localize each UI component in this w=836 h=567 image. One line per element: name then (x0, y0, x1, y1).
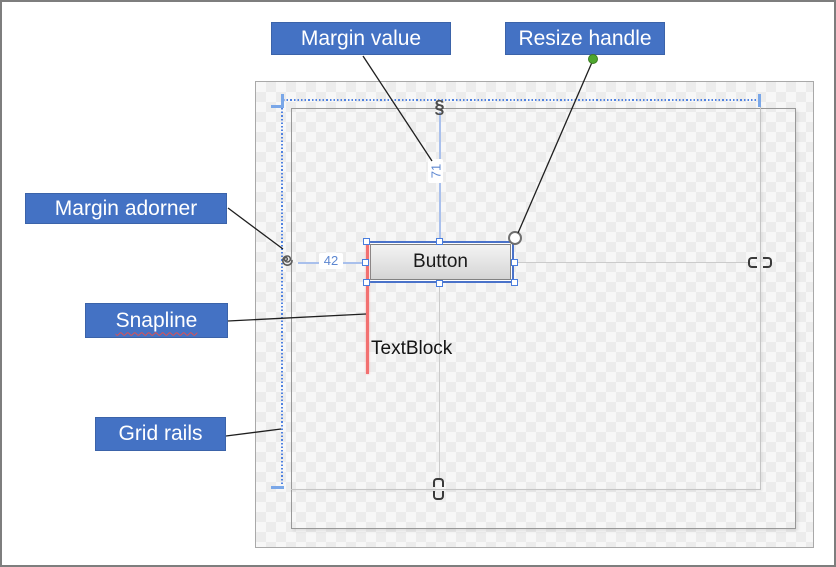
selection-handle[interactable] (436, 280, 443, 287)
closed-chain-anchor-icon[interactable]: § (434, 97, 445, 117)
selection-handle[interactable] (362, 259, 369, 266)
annotation-margin-adorner: Margin adorner (25, 193, 227, 224)
designer-surface[interactable] (255, 81, 814, 548)
open-chain-anchor-vertical-icon[interactable] (433, 478, 444, 487)
grid-rail-end-tick (271, 105, 284, 108)
green-dot-icon (588, 54, 598, 64)
selection-handle[interactable] (511, 279, 518, 286)
snapline (366, 241, 369, 374)
annotation-margin-value: Margin value (271, 22, 451, 55)
annotation-label: Grid rails (118, 422, 203, 445)
top-margin-value: 71 (428, 159, 443, 183)
open-chain-anchor-horizontal-icon[interactable] (763, 257, 772, 268)
grid-rail-end-tick (271, 486, 284, 489)
bottom-layout-line (439, 284, 440, 480)
button-control[interactable]: Button (367, 241, 514, 283)
open-chain-anchor-horizontal-icon[interactable] (748, 257, 757, 268)
annotation-label: Margin value (300, 26, 422, 50)
spiral-curl-icon[interactable] (278, 251, 296, 269)
selection-handle[interactable] (363, 238, 370, 245)
grid-rail-top[interactable] (283, 99, 760, 101)
grid-edge-right (760, 105, 761, 489)
circle-resize-handle[interactable] (508, 231, 522, 245)
selection-handle[interactable] (511, 259, 518, 266)
open-chain-anchor-vertical-icon[interactable] (433, 491, 444, 500)
button-label: Button (370, 244, 511, 280)
annotation-grid-rails: Grid rails (95, 417, 226, 451)
selection-handle[interactable] (363, 279, 370, 286)
grid-edge-bottom (291, 489, 761, 490)
right-layout-line (516, 262, 749, 263)
textblock-control[interactable]: TextBlock (371, 338, 453, 359)
annotation-label: Snapline (115, 308, 198, 332)
annotation-snapline: Snapline (85, 303, 228, 338)
grid-rail-end-tick (281, 94, 284, 107)
annotation-label: Margin adorner (54, 196, 198, 220)
left-margin-value: 42 (319, 253, 343, 269)
annotation-resize-handle: Resize handle (505, 22, 665, 55)
selection-handle[interactable] (436, 238, 443, 245)
grid-rail-end-tick (758, 94, 761, 107)
grid-rail-left[interactable] (281, 108, 283, 487)
annotation-label: Resize handle (518, 26, 652, 50)
